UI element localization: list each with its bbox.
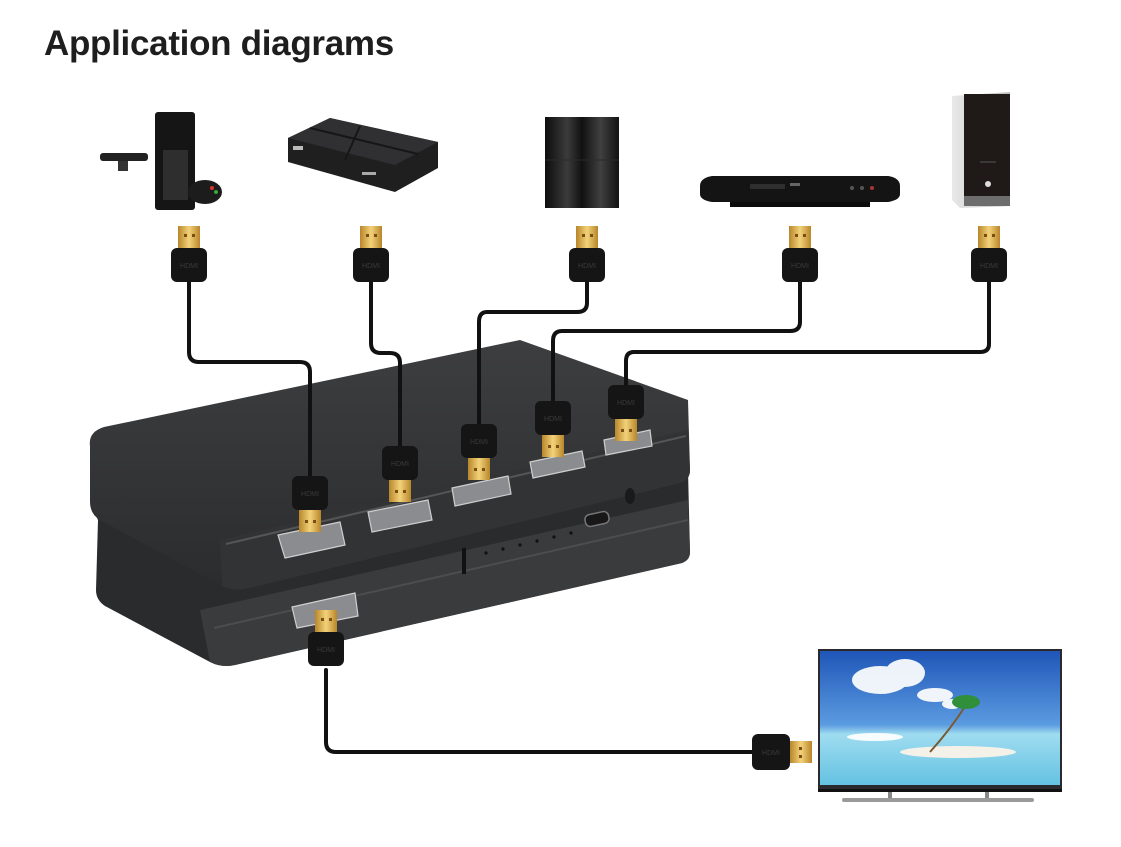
cable-input-2: [369, 280, 402, 449]
source-plug-5: HDMI: [971, 226, 1007, 282]
connector-housing: [971, 248, 1007, 282]
gold-connector-tip: [615, 419, 637, 441]
source-game-console-vertical: [545, 117, 619, 208]
hdmi-port-2: [367, 499, 433, 533]
connector-housing: [608, 385, 644, 419]
switch-output-plug: HDMI: [308, 610, 344, 666]
connector-label: HDMI: [617, 400, 635, 407]
connector-housing: [752, 734, 790, 770]
island: [900, 746, 1016, 758]
hdmi-switch: [89, 340, 691, 666]
connector-housing: [461, 424, 497, 458]
connector-label: HDMI: [362, 263, 380, 270]
switch-input-plug-1: HDMI: [292, 476, 328, 532]
gold-connector-tip: [178, 226, 200, 248]
connector-housing: [535, 401, 571, 435]
connector-housing: [782, 248, 818, 282]
source-plug-3: HDMI: [569, 226, 605, 282]
pc-tower-icon: [964, 94, 1010, 206]
cable-output: [324, 668, 754, 754]
connector-label: HDMI: [544, 416, 562, 423]
source-plug-1: HDMI: [171, 226, 207, 282]
page-title: Application diagrams: [44, 24, 394, 63]
cables: [187, 280, 991, 754]
source-set-top-box: [288, 118, 438, 192]
cable-input-5: [624, 280, 991, 387]
gold-connector-tip: [315, 610, 337, 632]
gold-connector-tip: [299, 510, 321, 532]
input-indicator-leds: [462, 531, 573, 574]
switch-input-plug-3: HDMI: [461, 424, 497, 480]
connector-label: HDMI: [980, 263, 998, 270]
clouds: [847, 659, 962, 741]
switch-input-plug-4: HDMI: [535, 401, 571, 457]
gold-connector-tip: [360, 226, 382, 248]
tv-stand: [842, 798, 1034, 802]
gold-connector-tip: [389, 480, 411, 502]
gold-connector-tip: [789, 226, 811, 248]
cable-input-3: [477, 280, 589, 427]
motion-camera-icon: [100, 153, 148, 161]
gold-connector-tip: [790, 741, 812, 763]
source-game-console-with-camera: [100, 112, 222, 210]
switch-input-plug-5: HDMI: [608, 385, 644, 441]
connector-housing: [308, 632, 344, 666]
connector-label: HDMI: [578, 263, 596, 270]
gold-connector-tip: [978, 226, 1000, 248]
tv-screen: [820, 651, 1060, 785]
select-button: [625, 488, 635, 504]
cable-input-4: [551, 280, 802, 404]
connector-housing: [569, 248, 605, 282]
palm-tree-leaves: [952, 695, 980, 709]
connector-label: HDMI: [317, 647, 335, 654]
source-desktop-pc: [952, 92, 1010, 208]
switch-input-plug-2: HDMI: [382, 446, 418, 502]
micro-usb-port-icon: [584, 510, 610, 528]
connector-label: HDMI: [391, 461, 409, 468]
source-plug-4: HDMI: [782, 226, 818, 282]
tv-input-plug: HDMI: [752, 734, 812, 770]
console-icon: [545, 117, 619, 208]
gold-connector-tip: [576, 226, 598, 248]
cable-input-1: [187, 280, 312, 480]
palm-tree-trunk: [929, 704, 967, 753]
power-button-icon: [985, 181, 991, 187]
sink-tv: [818, 649, 1062, 802]
source-plug-2: HDMI: [353, 226, 389, 282]
connector-label: HDMI: [180, 263, 198, 270]
connector-housing: [382, 446, 418, 480]
connector-label: HDMI: [762, 750, 780, 757]
connector-label: HDMI: [470, 439, 488, 446]
controller-icon: [188, 180, 222, 204]
hdmi-port-4: [529, 450, 586, 479]
gold-connector-tip: [542, 435, 564, 457]
gold-connector-tip: [468, 458, 490, 480]
connector-housing: [292, 476, 328, 510]
connector-label: HDMI: [301, 491, 319, 498]
connector-label: HDMI: [791, 263, 809, 270]
connector-housing: [171, 248, 207, 282]
dvd-player-icon: [700, 176, 900, 202]
source-dvd-player: [700, 176, 900, 207]
connector-housing: [353, 248, 389, 282]
